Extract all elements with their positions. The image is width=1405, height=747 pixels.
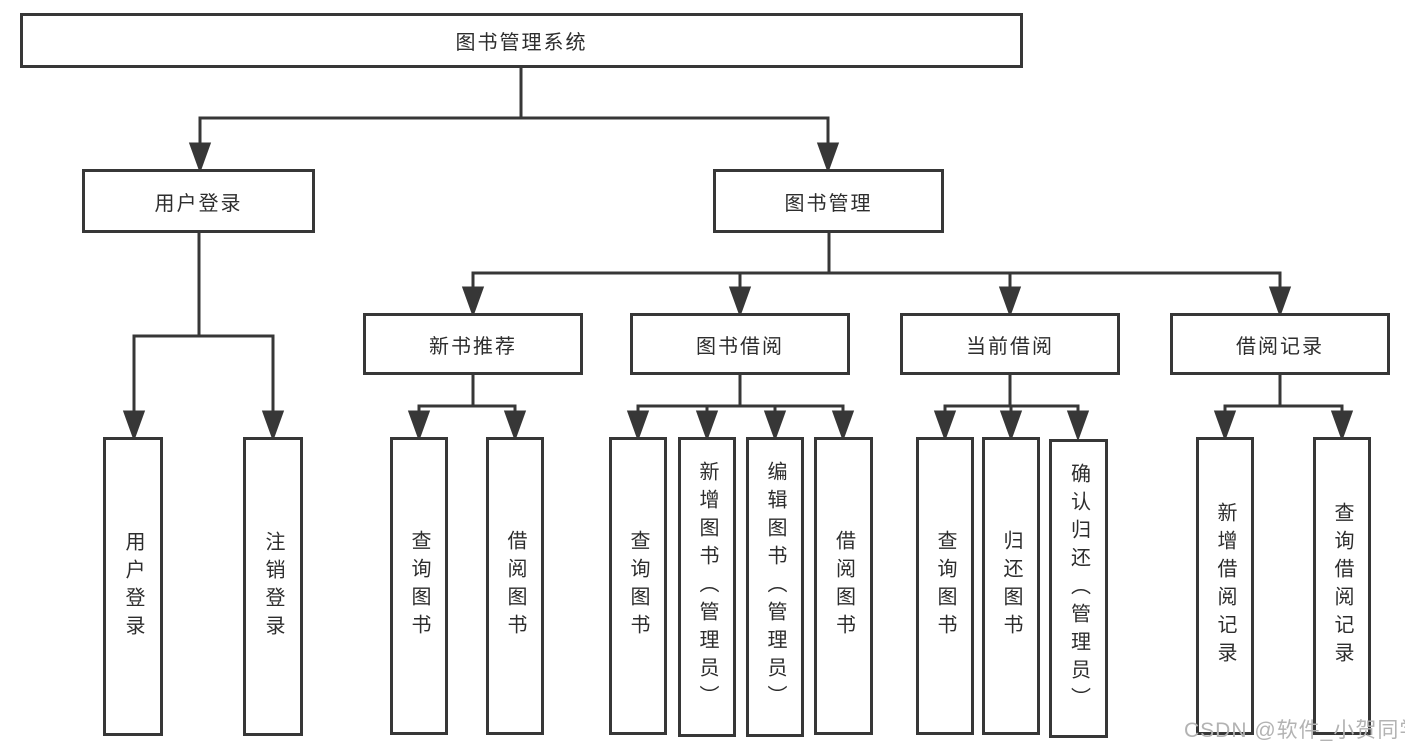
- leaf-add-borrow-record: 新增借阅记录: [1196, 437, 1254, 735]
- arrowhead-icon: [188, 142, 212, 174]
- arrowhead-icon: [998, 286, 1022, 318]
- leaf-confirm-return-admin: 确认归还（管理员）: [1049, 439, 1108, 738]
- arrowhead-icon: [816, 142, 840, 174]
- leaf-add-books-admin: 新增图书（管理员）: [678, 437, 736, 737]
- leaf-return-books: 归还图书: [982, 437, 1040, 735]
- node-user-login: 用户登录: [82, 169, 315, 233]
- arrowhead-icon: [728, 286, 752, 318]
- arrowhead-icon: [461, 286, 485, 318]
- arrowhead-icon: [626, 410, 650, 442]
- arrowhead-icon: [763, 410, 787, 442]
- node-root: 图书管理系统: [20, 13, 1023, 68]
- leaf-query-books-1: 查询图书: [390, 437, 448, 735]
- arrowhead-icon: [503, 410, 527, 442]
- leaf-user-login: 用户登录: [103, 437, 163, 736]
- leaf-query-borrow-record: 查询借阅记录: [1313, 437, 1371, 735]
- arrowhead-icon: [1066, 410, 1090, 442]
- node-new-book-recommend: 新书推荐: [363, 313, 583, 375]
- leaf-query-books-3: 查询图书: [916, 437, 974, 735]
- node-borrow-records: 借阅记录: [1170, 313, 1390, 375]
- node-current-borrow: 当前借阅: [900, 313, 1120, 375]
- arrowhead-icon: [261, 410, 285, 442]
- arrowhead-icon: [122, 410, 146, 442]
- arrowhead-icon: [1330, 410, 1354, 442]
- leaf-logout: 注销登录: [243, 437, 303, 736]
- arrowhead-icon: [831, 410, 855, 442]
- leaf-query-books-2: 查询图书: [609, 437, 667, 735]
- node-book-management: 图书管理: [713, 169, 944, 233]
- arrowhead-icon: [407, 410, 431, 442]
- leaf-borrow-books-1: 借阅图书: [486, 437, 544, 735]
- leaf-edit-books-admin: 编辑图书（管理员）: [746, 437, 804, 737]
- node-book-borrow: 图书借阅: [630, 313, 850, 375]
- arrowhead-icon: [695, 410, 719, 442]
- leaf-borrow-books-2: 借阅图书: [814, 437, 873, 735]
- arrowhead-icon: [933, 410, 957, 442]
- arrowhead-icon: [999, 410, 1023, 442]
- arrowhead-icon: [1213, 410, 1237, 442]
- csdn-watermark: CSDN @软件_小贺同学: [1184, 719, 1405, 742]
- arrowhead-icon: [1268, 286, 1292, 318]
